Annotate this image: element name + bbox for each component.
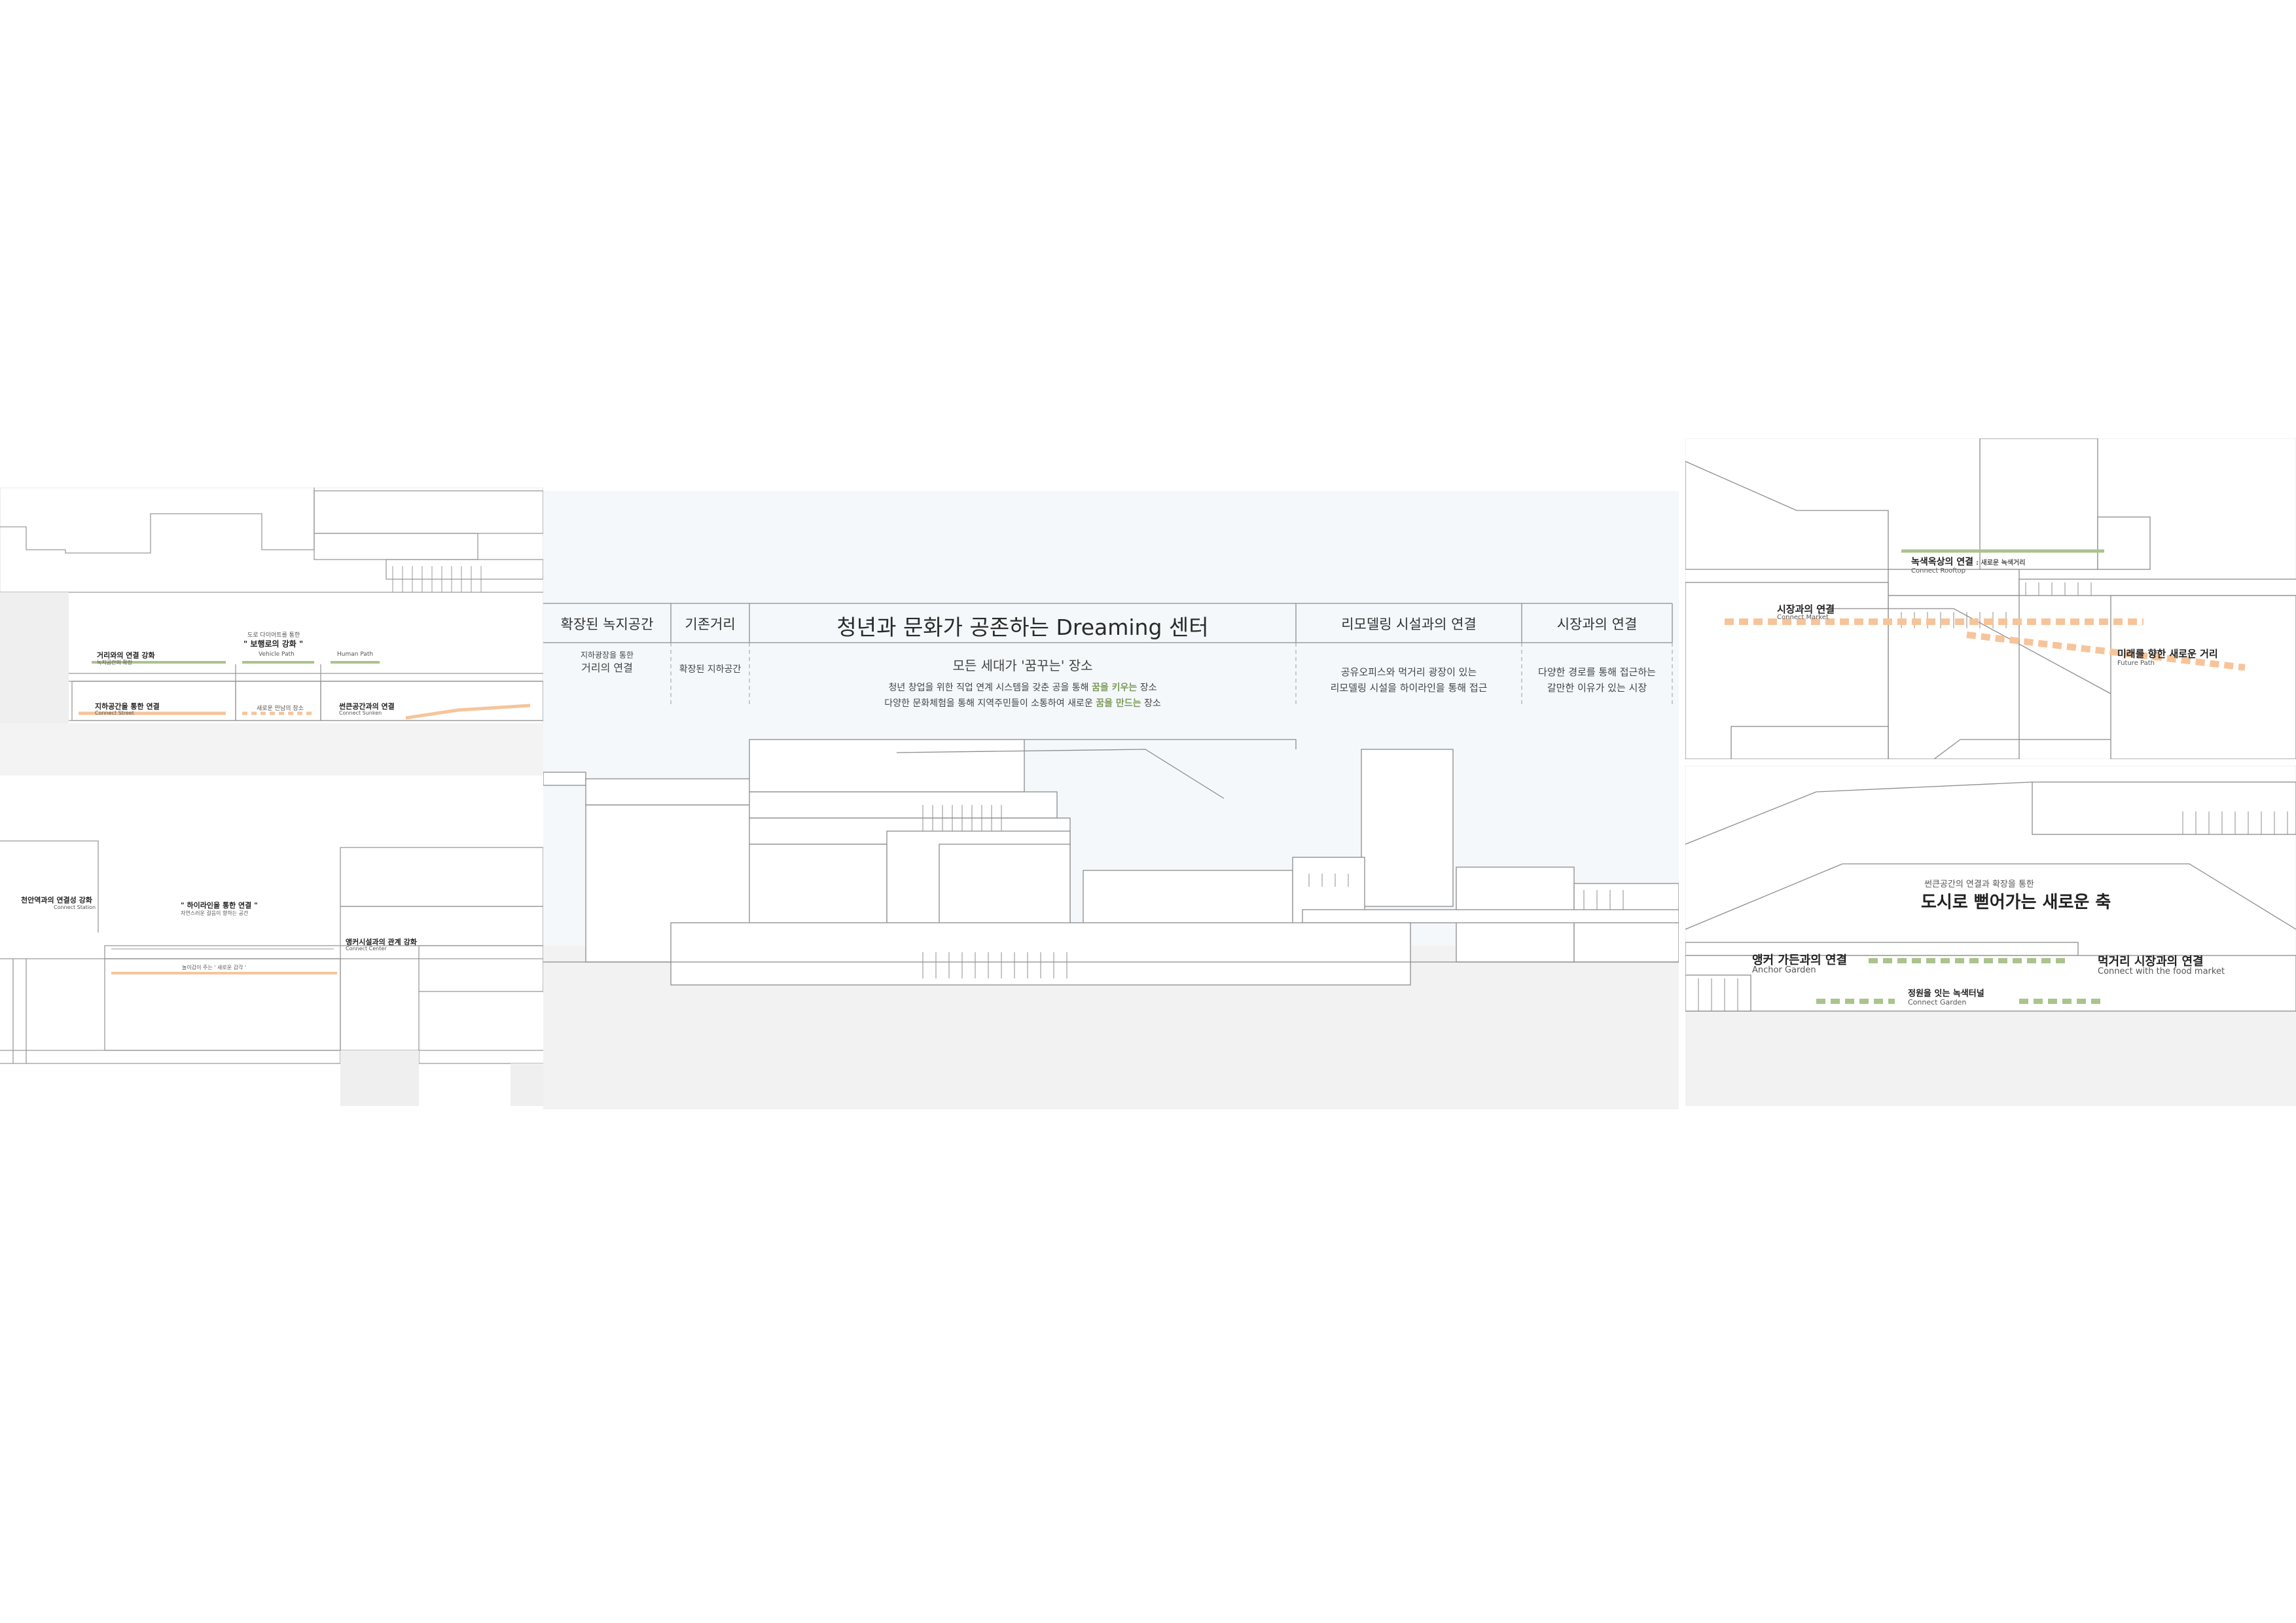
label-rooftop-tail: : 새로운 녹색거리 — [1976, 560, 2026, 567]
col4-text-a: 공유오피스와 먹거리 광장이 있는 — [1340, 666, 1477, 678]
main-line-1-post: 장소 — [1137, 683, 1157, 693]
label-connect-sunken: Connect Sunken — [339, 710, 382, 716]
label-walkway: " 보행로의 강화 " — [243, 639, 304, 649]
main-line-1: 청년 창업을 위한 직업 연계 시스템을 갖춘 공을 통해 꿈을 키우는 장소 — [749, 681, 1296, 695]
col1-text-b: 거리의 연결 — [581, 662, 633, 674]
label-human-path: Human Path — [337, 651, 374, 658]
main-line-1-pre: 청년 창업을 위한 직업 연계 시스템을 갖춘 공을 통해 — [888, 683, 1092, 693]
label-sunken-expansion: 썬큰공간의 연결과 확장을 통한 — [1924, 880, 2034, 889]
header-market: 시장과의 연결 — [1556, 616, 1638, 632]
label-underground-connection: 지하공간을 통한 연결 — [95, 702, 160, 711]
col4-text-b: 리모델링 시설을 하이라인을 통해 접근 — [1330, 682, 1488, 694]
section-panel-left-bottom: 천안역과의 연결성 강화 Connect Station " 하이라인을 통한 … — [0, 782, 543, 1106]
section-panel-center: 확장된 녹지공간 기존거리 청년과 문화가 공존하는 Dreaming 센터 리… — [543, 491, 1679, 1109]
col1-text-a: 지하광장을 통한 — [580, 651, 634, 660]
main-line-2-post: 장소 — [1141, 698, 1161, 709]
section-drawing — [1685, 766, 2296, 1106]
label-rooftop-main: 녹색옥상의 연결 — [1911, 557, 1974, 567]
label-future-path: Future Path — [2117, 660, 2155, 667]
label-green-tunnel: 정원을 잇는 녹색터널 — [1908, 989, 1984, 999]
header-existing-street: 기존거리 — [685, 616, 736, 632]
label-new-axis: 도시로 뻗어가는 새로운 축 — [1921, 893, 2111, 912]
main-line-2-pre: 다양한 문화체험을 통해 지역주민들이 소통하여 새로운 — [884, 698, 1096, 709]
label-road-diet: 도로 다이어트를 통한 — [247, 632, 300, 639]
label-street-connection-sub: 녹지공간의 확장 — [97, 660, 133, 666]
label-connect-street: Connect Street — [95, 710, 134, 716]
label-future-street: 미래를 향한 새로운 거리 — [2117, 648, 2218, 660]
main-heading: 모든 세대가 '꿈꾸는' 장소 — [952, 658, 1093, 673]
section-drawing — [0, 488, 543, 776]
col2-text: 확장된 지하공간 — [679, 664, 742, 675]
label-sunken-connection: 썬큰공간과의 연결 — [339, 702, 395, 711]
label-connect-station: Connect Station — [54, 904, 96, 910]
label-anchor-garden-connection: 앵커 가든과의 연결 — [1752, 954, 1848, 967]
label-connect-rooftop: Connect Rooftop — [1911, 567, 1965, 575]
label-food-market-connection: 먹거리 시장과의 연결 — [2098, 955, 2204, 969]
section-panel-right-top: 녹색옥상의 연결: 새로운 녹색거리 Connect Rooftop 시장과의 … — [1685, 438, 2296, 759]
section-drawing — [0, 840, 543, 1106]
header-green-space: 확장된 녹지공간 — [560, 616, 654, 632]
label-new-meeting-place: 새로운 만남의 장소 — [257, 705, 304, 712]
label-new-sensation: 놀이감이 주는 ' 새로운 감각 ' — [182, 965, 247, 971]
label-highline-sub: 자연스러운 걸음이 향하는 공간 — [181, 910, 249, 916]
header-remodeling: 리모델링 시설과의 연결 — [1341, 616, 1477, 632]
label-connect-market: Connect Market — [1777, 614, 1829, 621]
label-anchor-garden: Anchor Garden — [1752, 965, 1816, 975]
section-panel-left-top: 거리와의 연결 강화 녹지공간의 확장 도로 다이어트를 통한 " 보행로의 강… — [0, 488, 543, 776]
col5-text-b: 갈만한 이유가 있는 시장 — [1547, 682, 1647, 694]
label-street-connection: 거리와의 연결 강화 — [97, 651, 155, 660]
label-highline-connection: " 하이라인을 통한 연결 " — [181, 901, 258, 910]
label-market-connection: 시장과의 연결 — [1777, 603, 1835, 615]
label-rooftop-connection: 녹색옥상의 연결: 새로운 녹색거리 — [1911, 555, 2025, 568]
label-anchor-facility: 앵커시설과의 관계 강화 — [346, 938, 417, 946]
label-station-connection: 천안역과의 연결성 강화 — [21, 896, 92, 904]
main-line-2-highlight: 꿈을 만드는 — [1096, 698, 1141, 709]
label-food-market: Connect with the food market — [2098, 967, 2225, 976]
col5-text-a: 다양한 경로를 통해 접근하는 — [1538, 666, 1656, 678]
label-connect-center: Connect Center — [346, 946, 387, 952]
section-panel-right-bottom: 썬큰공간의 연결과 확장을 통한 도시로 뻗어가는 새로운 축 앵커 가든과의 … — [1685, 766, 2296, 1106]
center-title: 청년과 문화가 공존하는 Dreaming 센터 — [836, 615, 1209, 640]
section-drawing — [543, 603, 1679, 1109]
main-line-2: 다양한 문화체험을 통해 지역주민들이 소통하여 새로운 꿈을 만드는 장소 — [749, 696, 1296, 711]
section-drawing — [1685, 438, 2296, 759]
main-line-1-highlight: 꿈을 키우는 — [1092, 683, 1138, 693]
label-connect-garden: Connect Garden — [1908, 998, 1967, 1007]
label-vehicle-path: Vehicle Path — [259, 651, 295, 658]
